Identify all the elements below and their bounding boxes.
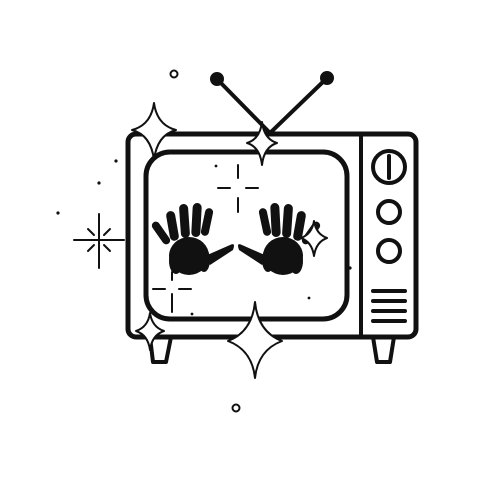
antenna <box>210 71 334 135</box>
sparkle-icon <box>227 301 283 379</box>
tv-control-panel <box>371 149 407 323</box>
speaker-grille-icon <box>371 289 407 323</box>
control-knob-icon <box>376 238 402 264</box>
tv-screen <box>143 149 350 322</box>
tuning-dial-icon <box>371 149 407 185</box>
control-knob-icon <box>376 199 402 225</box>
sparkle-icon <box>131 102 177 161</box>
starburst-icon <box>73 213 125 269</box>
plus-sparkle-icon <box>217 164 259 213</box>
decorative-dots <box>56 69 352 413</box>
starburst-icons <box>73 164 259 313</box>
sparkle-icon <box>246 121 278 166</box>
sparkle-icon <box>135 312 165 351</box>
left-handprint-icon <box>151 203 234 275</box>
sparkle-icons <box>131 102 328 379</box>
plus-sparkle-icon <box>152 271 192 313</box>
sparkle-icon <box>300 220 328 257</box>
